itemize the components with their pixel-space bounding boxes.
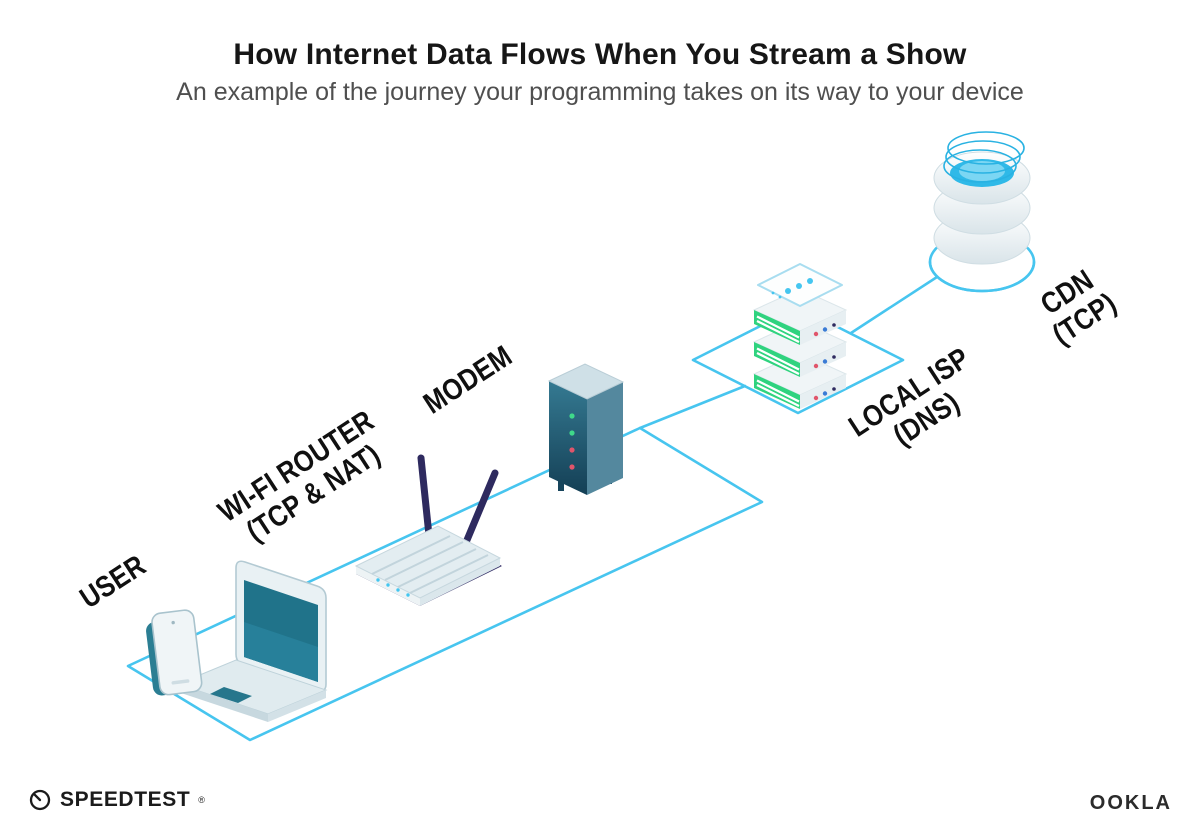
speedtest-wordmark: SPEEDTEST [60, 788, 191, 811]
server-top-panel [757, 263, 843, 307]
speedtest-logo: SPEEDTEST ® [28, 788, 205, 812]
ookla-wordmark: OOKLA [1089, 792, 1172, 814]
page-title: How Internet Data Flows When You Stream … [233, 38, 967, 71]
user-laptop-illustration [176, 560, 328, 722]
modem-illustration [547, 363, 625, 495]
isp-server-illustration [752, 263, 848, 409]
router-antenna-right [458, 469, 499, 556]
speedtest-trademark: ® [198, 795, 205, 805]
gauge-icon [29, 789, 51, 811]
user-phone-illustration [146, 609, 203, 696]
page-subtitle: An example of the journey your programmi… [176, 78, 1024, 106]
wifi-router-illustration [354, 454, 502, 606]
server-unit [752, 288, 848, 345]
cdn-database-illustration [928, 131, 1036, 293]
